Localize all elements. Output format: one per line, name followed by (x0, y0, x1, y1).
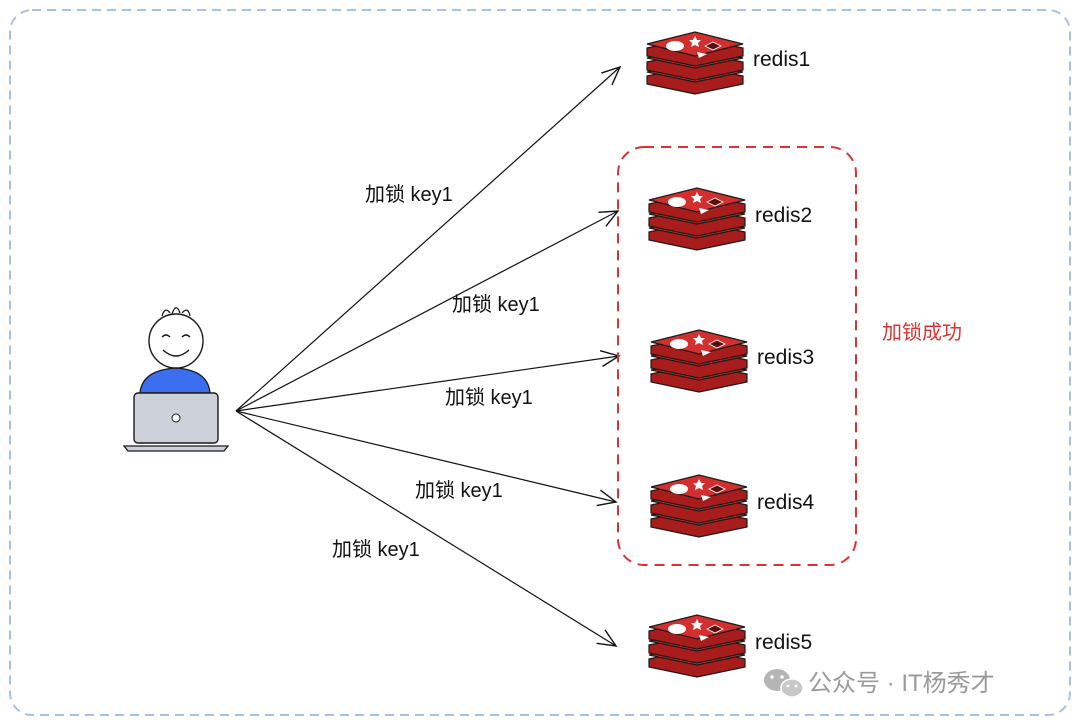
edge-arrow-5 (235, 410, 616, 646)
edge-label-4: 加锁 key1 (415, 479, 503, 502)
wechat-icon (764, 669, 804, 698)
redis-node-5: redis5 (648, 614, 812, 678)
success-group-label: 加锁成功 (882, 321, 962, 344)
redis-node-1: redis1 (646, 31, 810, 95)
user-laptop-icon (122, 307, 230, 452)
redis-node-4: redis4 (650, 474, 815, 538)
edges-layer: 加锁 key1 加锁 key1 加锁 key1 加锁 key1 加锁 key1 (235, 67, 620, 646)
redis-icon (650, 329, 748, 393)
redis-node-label: redis1 (753, 48, 810, 71)
redis-node-3: redis3 (650, 329, 814, 393)
client-user (122, 307, 230, 452)
redis-icon (650, 474, 748, 538)
edge-arrow-1 (235, 67, 620, 412)
redis-node-label: redis2 (755, 204, 812, 227)
redis-node-label: redis3 (757, 346, 814, 369)
watermark-text: 公众号 · IT杨秀才 (808, 670, 995, 697)
watermark: 公众号 · IT杨秀才 (764, 669, 995, 698)
success-group-box (617, 146, 857, 566)
outer-frame (9, 9, 1071, 716)
redis-icon (648, 187, 746, 251)
redis-icon (648, 614, 746, 678)
edge-label-2: 加锁 key1 (452, 293, 540, 316)
redis-node-2: redis2 (648, 187, 812, 251)
redis-node-label: redis5 (755, 631, 812, 654)
edge-arrow-4 (235, 410, 616, 502)
redis-icon (646, 31, 744, 95)
redis-node-label: redis4 (757, 491, 815, 514)
nodes-layer: redis1 redis2 redis3 redis4 redis5 (646, 31, 815, 678)
edge-label-5: 加锁 key1 (332, 538, 420, 561)
edge-arrow-3 (235, 356, 619, 412)
edge-arrow-2 (235, 211, 618, 412)
edge-label-3: 加锁 key1 (445, 386, 533, 409)
edge-label-1: 加锁 key1 (365, 183, 453, 206)
